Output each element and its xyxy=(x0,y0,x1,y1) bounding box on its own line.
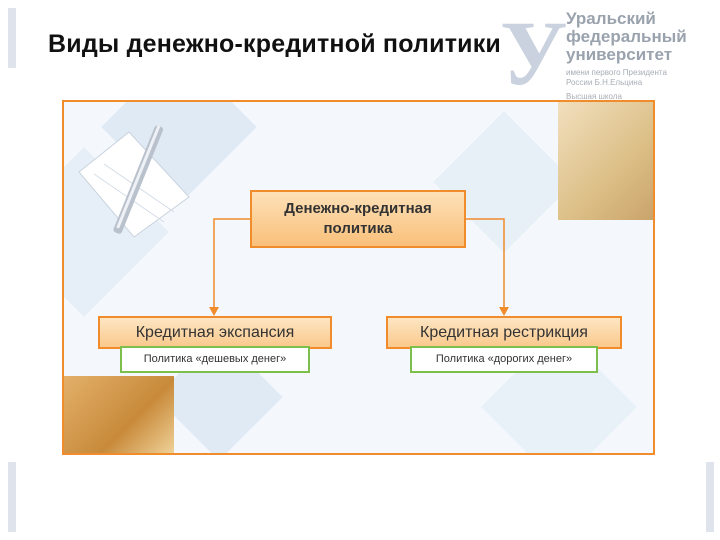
logo-subtitle-2: России Б.Н.Ельцина xyxy=(566,78,643,87)
logo-line-1: Уральский xyxy=(566,9,656,28)
root-node-line-2: политика xyxy=(323,220,393,237)
pen-notebook-illustration xyxy=(78,125,190,238)
root-node-line-1: Денежно-кредитная xyxy=(284,200,432,217)
slide-title: Виды денежно-кредитной политики xyxy=(48,30,502,58)
cheap-money-policy-label: Политика «дешевых денег» xyxy=(120,346,310,373)
diagram-connectors xyxy=(209,218,509,316)
credit-restriction-node: Кредитная рестрикция xyxy=(386,316,622,349)
coins-photo xyxy=(558,102,653,220)
corner-photo xyxy=(64,376,174,453)
frame-decoration-left-top xyxy=(8,8,16,68)
frame-decoration-right-bottom xyxy=(706,462,714,532)
diagram-panel: Денежно-кредитная политика Кредитная экс… xyxy=(62,100,655,455)
logo-line-3: университет xyxy=(566,45,673,64)
logo-letter: У xyxy=(500,2,568,104)
credit-expansion-node: Кредитная экспансия xyxy=(98,316,332,349)
root-node: Денежно-кредитная политика xyxy=(250,190,466,248)
university-logo: У Уральский федеральный университет имен… xyxy=(500,2,712,118)
expensive-money-policy-label: Политика «дорогих денег» xyxy=(410,346,598,373)
logo-school: Высшая школа xyxy=(566,92,622,101)
logo-line-2: федеральный xyxy=(566,27,687,46)
logo-subtitle-1: имени первого Президента xyxy=(566,68,667,77)
frame-decoration-left-bottom xyxy=(8,462,16,532)
